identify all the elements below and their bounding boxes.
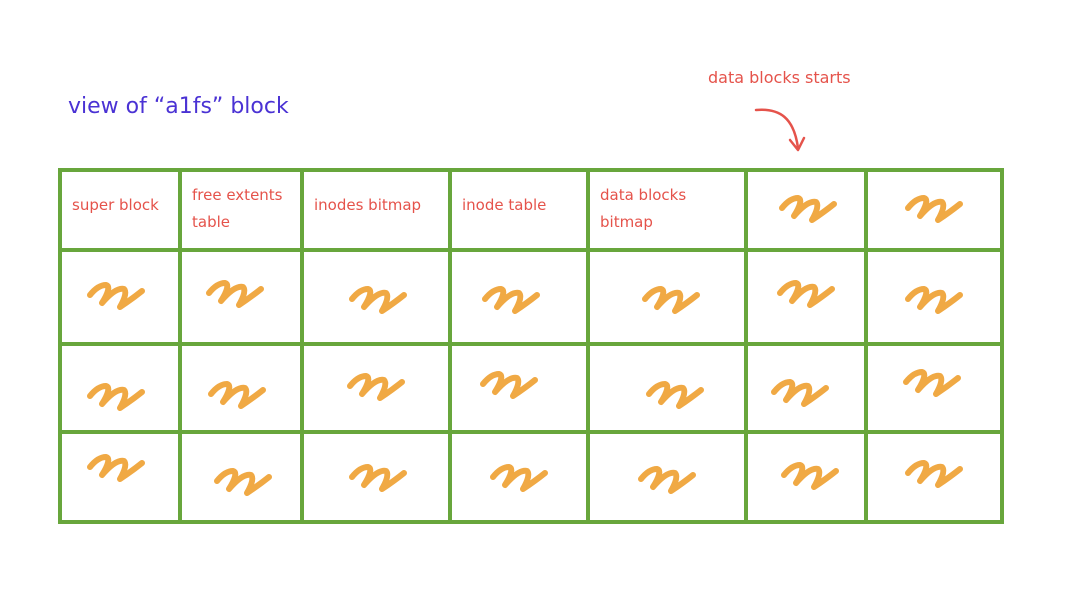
data-block-cell xyxy=(452,252,590,346)
squiggle-icon xyxy=(208,381,266,409)
data-blocks-bitmap-label: data blocks bitmap xyxy=(600,186,687,231)
squiggle-icon xyxy=(490,464,548,492)
data-block-cell xyxy=(868,172,1000,252)
data-block-cell xyxy=(182,252,304,346)
squiggle-icon xyxy=(779,195,837,223)
data-block-cell xyxy=(868,346,1000,434)
squiggle-icon xyxy=(781,462,839,490)
squiggle-icon xyxy=(206,280,264,308)
data-block-cell xyxy=(304,346,452,434)
data-block-cell xyxy=(182,346,304,434)
block-layout-grid: super block free extents table inodes bitm… xyxy=(58,168,1004,524)
squiggle-icon xyxy=(349,286,407,314)
data-block-cell xyxy=(590,346,748,434)
data-block-cell xyxy=(590,434,748,520)
squiggle-icon xyxy=(87,383,145,411)
squiggle-icon xyxy=(482,286,540,314)
squiggle-icon xyxy=(347,373,405,401)
data-block-cell xyxy=(748,252,868,346)
free-extents-table-cell: free extents table xyxy=(182,172,304,252)
diagram-title: view of “a1fs” block xyxy=(68,94,289,119)
data-block-cell xyxy=(452,346,590,434)
data-block-cell xyxy=(868,252,1000,346)
data-blocks-bitmap-cell: data blocks bitmap xyxy=(590,172,748,252)
squiggle-icon xyxy=(903,369,961,397)
squiggle-icon xyxy=(480,371,538,399)
data-block-cell xyxy=(62,252,182,346)
squiggle-icon xyxy=(777,280,835,308)
data-block-cell xyxy=(748,434,868,520)
squiggle-icon xyxy=(87,454,145,482)
squiggle-icon xyxy=(771,379,829,407)
squiggle-icon xyxy=(642,286,700,314)
inode-table-label: inode table xyxy=(462,196,547,214)
grid-row xyxy=(62,434,1000,520)
squiggle-icon xyxy=(87,282,145,310)
inodes-bitmap-label: inodes bitmap xyxy=(314,196,422,214)
inode-table-cell: inode table xyxy=(452,172,590,252)
squiggle-icon xyxy=(905,195,963,223)
free-extents-table-label: free extents table xyxy=(192,186,283,231)
inodes-bitmap-cell: inodes bitmap xyxy=(304,172,452,252)
data-block-cell xyxy=(590,252,748,346)
data-block-cell xyxy=(62,346,182,434)
squiggle-icon xyxy=(905,460,963,488)
data-block-cell xyxy=(452,434,590,520)
super-block-label: super block xyxy=(72,196,159,214)
squiggle-icon xyxy=(214,468,272,496)
squiggle-icon xyxy=(646,381,704,409)
squiggle-icon xyxy=(638,466,696,494)
data-block-cell xyxy=(304,252,452,346)
data-block-cell xyxy=(304,434,452,520)
data-block-cell xyxy=(62,434,182,520)
squiggle-icon xyxy=(905,286,963,314)
squiggle-icon xyxy=(349,464,407,492)
grid-row xyxy=(62,252,1000,346)
data-block-cell xyxy=(868,434,1000,520)
grid-row xyxy=(62,346,1000,434)
grid-row: super block free extents table inodes bitm… xyxy=(62,172,1000,252)
data-blocks-start-annotation: data blocks starts xyxy=(708,68,851,87)
data-block-cell xyxy=(748,346,868,434)
data-block-cell xyxy=(182,434,304,520)
curved-arrow-icon xyxy=(754,108,806,152)
data-block-cell xyxy=(748,172,868,252)
super-block-cell: super block xyxy=(62,172,182,252)
